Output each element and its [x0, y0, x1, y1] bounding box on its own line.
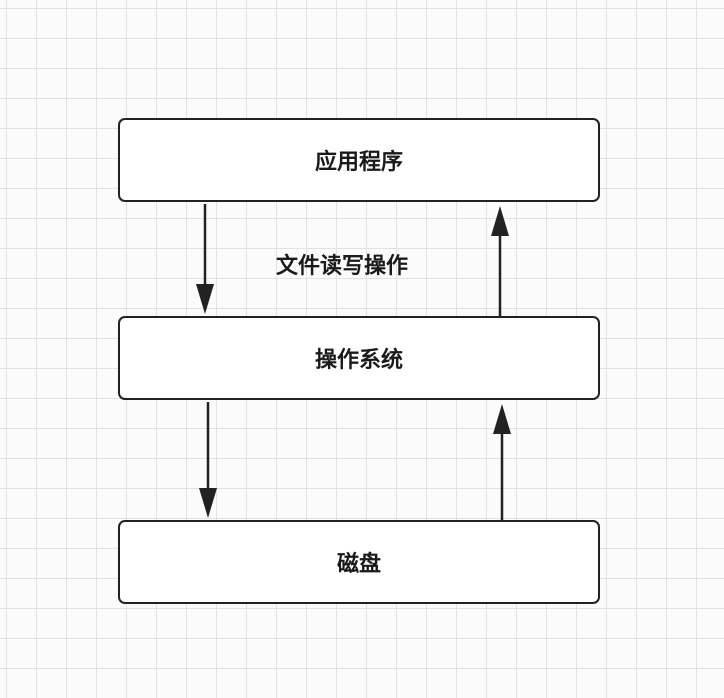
node-disk-label: 磁盘: [336, 552, 381, 577]
arrow-os-to-disk: [199, 402, 217, 518]
node-application: 应用程序: [118, 118, 600, 202]
node-application-label: 应用程序: [314, 150, 403, 175]
arrow-os-to-app: [491, 206, 509, 316]
node-operating-system-label: 操作系统: [314, 348, 403, 373]
node-disk: 磁盘: [118, 520, 600, 604]
edge-label-file-io: 文件读写操作: [276, 254, 409, 279]
arrow-disk-to-os: [493, 404, 511, 520]
arrow-app-to-os: [196, 204, 214, 314]
node-operating-system: 操作系统: [118, 316, 600, 400]
